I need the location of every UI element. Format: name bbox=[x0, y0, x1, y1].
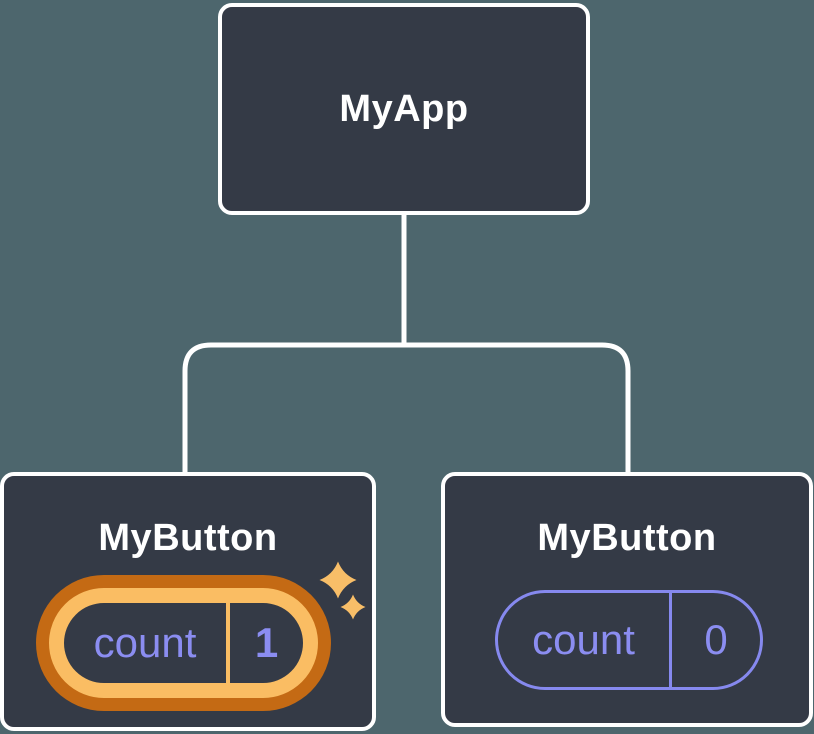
node-mybutton-left: MyButton count 1 bbox=[0, 472, 376, 731]
node-title: MyApp bbox=[339, 87, 469, 130]
connector-bracket bbox=[182, 342, 631, 474]
state-label: count bbox=[93, 619, 197, 666]
pill-divider bbox=[226, 603, 230, 683]
node-title: MyButton bbox=[537, 517, 717, 559]
state-value: 1 bbox=[254, 619, 279, 666]
state-badge: count 0 bbox=[495, 590, 763, 690]
state-badge-highlighted: count 1 bbox=[49, 588, 318, 698]
node-title: MyButton bbox=[98, 517, 278, 559]
state-value: 0 bbox=[704, 616, 728, 663]
node-myapp: MyApp bbox=[218, 3, 590, 215]
pill-divider bbox=[669, 593, 672, 687]
state-label: count bbox=[532, 616, 635, 663]
node-mybutton-right: MyButton count 0 bbox=[441, 472, 813, 727]
